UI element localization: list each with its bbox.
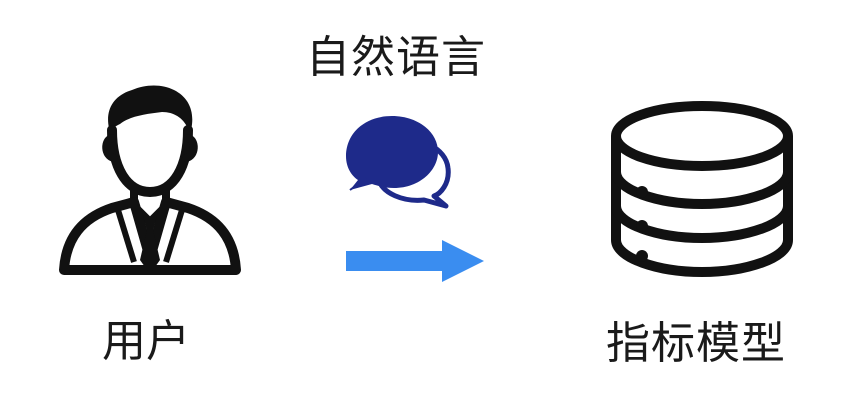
natural-language-label: 自然语言 <box>306 32 486 83</box>
metric-model-label: 指标模型 <box>606 318 786 369</box>
database-stack-icon <box>611 101 793 277</box>
user-avatar-with-tie-icon <box>59 85 241 275</box>
database-indicator-dots <box>636 186 648 262</box>
right-arrow-icon <box>346 240 484 282</box>
chat-bubbles-icon <box>346 116 451 209</box>
user-label: 用户 <box>102 316 190 367</box>
